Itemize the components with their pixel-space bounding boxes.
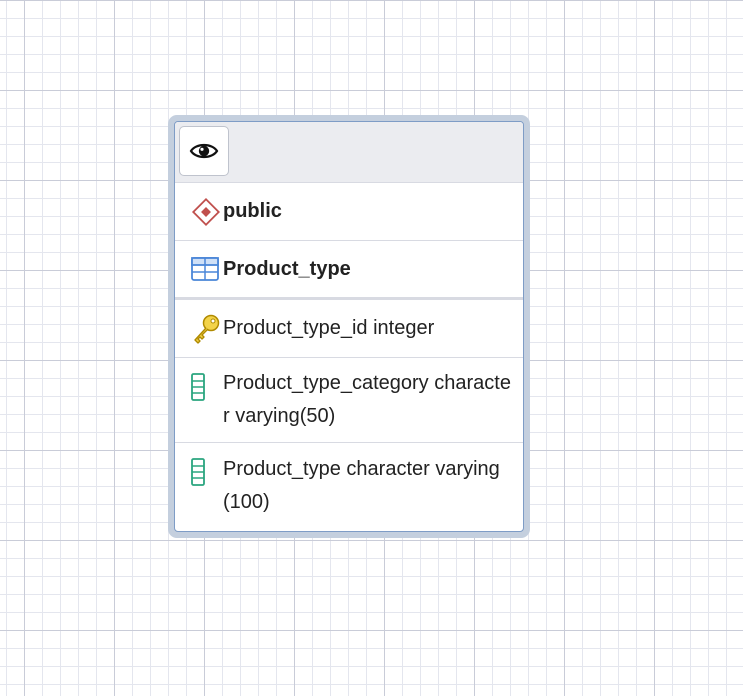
table-node-product-type[interactable]: public Product_type	[168, 115, 530, 538]
table-name-row: Product_type	[175, 241, 523, 300]
table-node-body: public Product_type	[174, 121, 524, 532]
schema-diamond-icon	[191, 197, 223, 227]
schema-row: public	[175, 183, 523, 241]
column-row[interactable]: Product_type_id integer	[175, 300, 523, 358]
view-details-button[interactable]	[179, 126, 229, 176]
column-label: Product_type_category character varying(…	[223, 372, 511, 427]
table-name: Product_type	[223, 257, 351, 280]
eye-icon	[189, 143, 219, 159]
schema-name: public	[223, 200, 282, 222]
column-icon	[191, 358, 223, 401]
primary-key-icon	[191, 313, 223, 345]
column-label: Product_type_id integer	[223, 317, 435, 339]
column-row[interactable]: Product_type_category character varying(…	[175, 358, 523, 443]
table-node-header	[175, 122, 523, 183]
column-label: Product_type character varying(100)	[223, 457, 500, 513]
column-icon	[191, 443, 223, 486]
column-row[interactable]: Product_type character varying(100)	[175, 443, 523, 528]
table-icon	[191, 257, 223, 281]
